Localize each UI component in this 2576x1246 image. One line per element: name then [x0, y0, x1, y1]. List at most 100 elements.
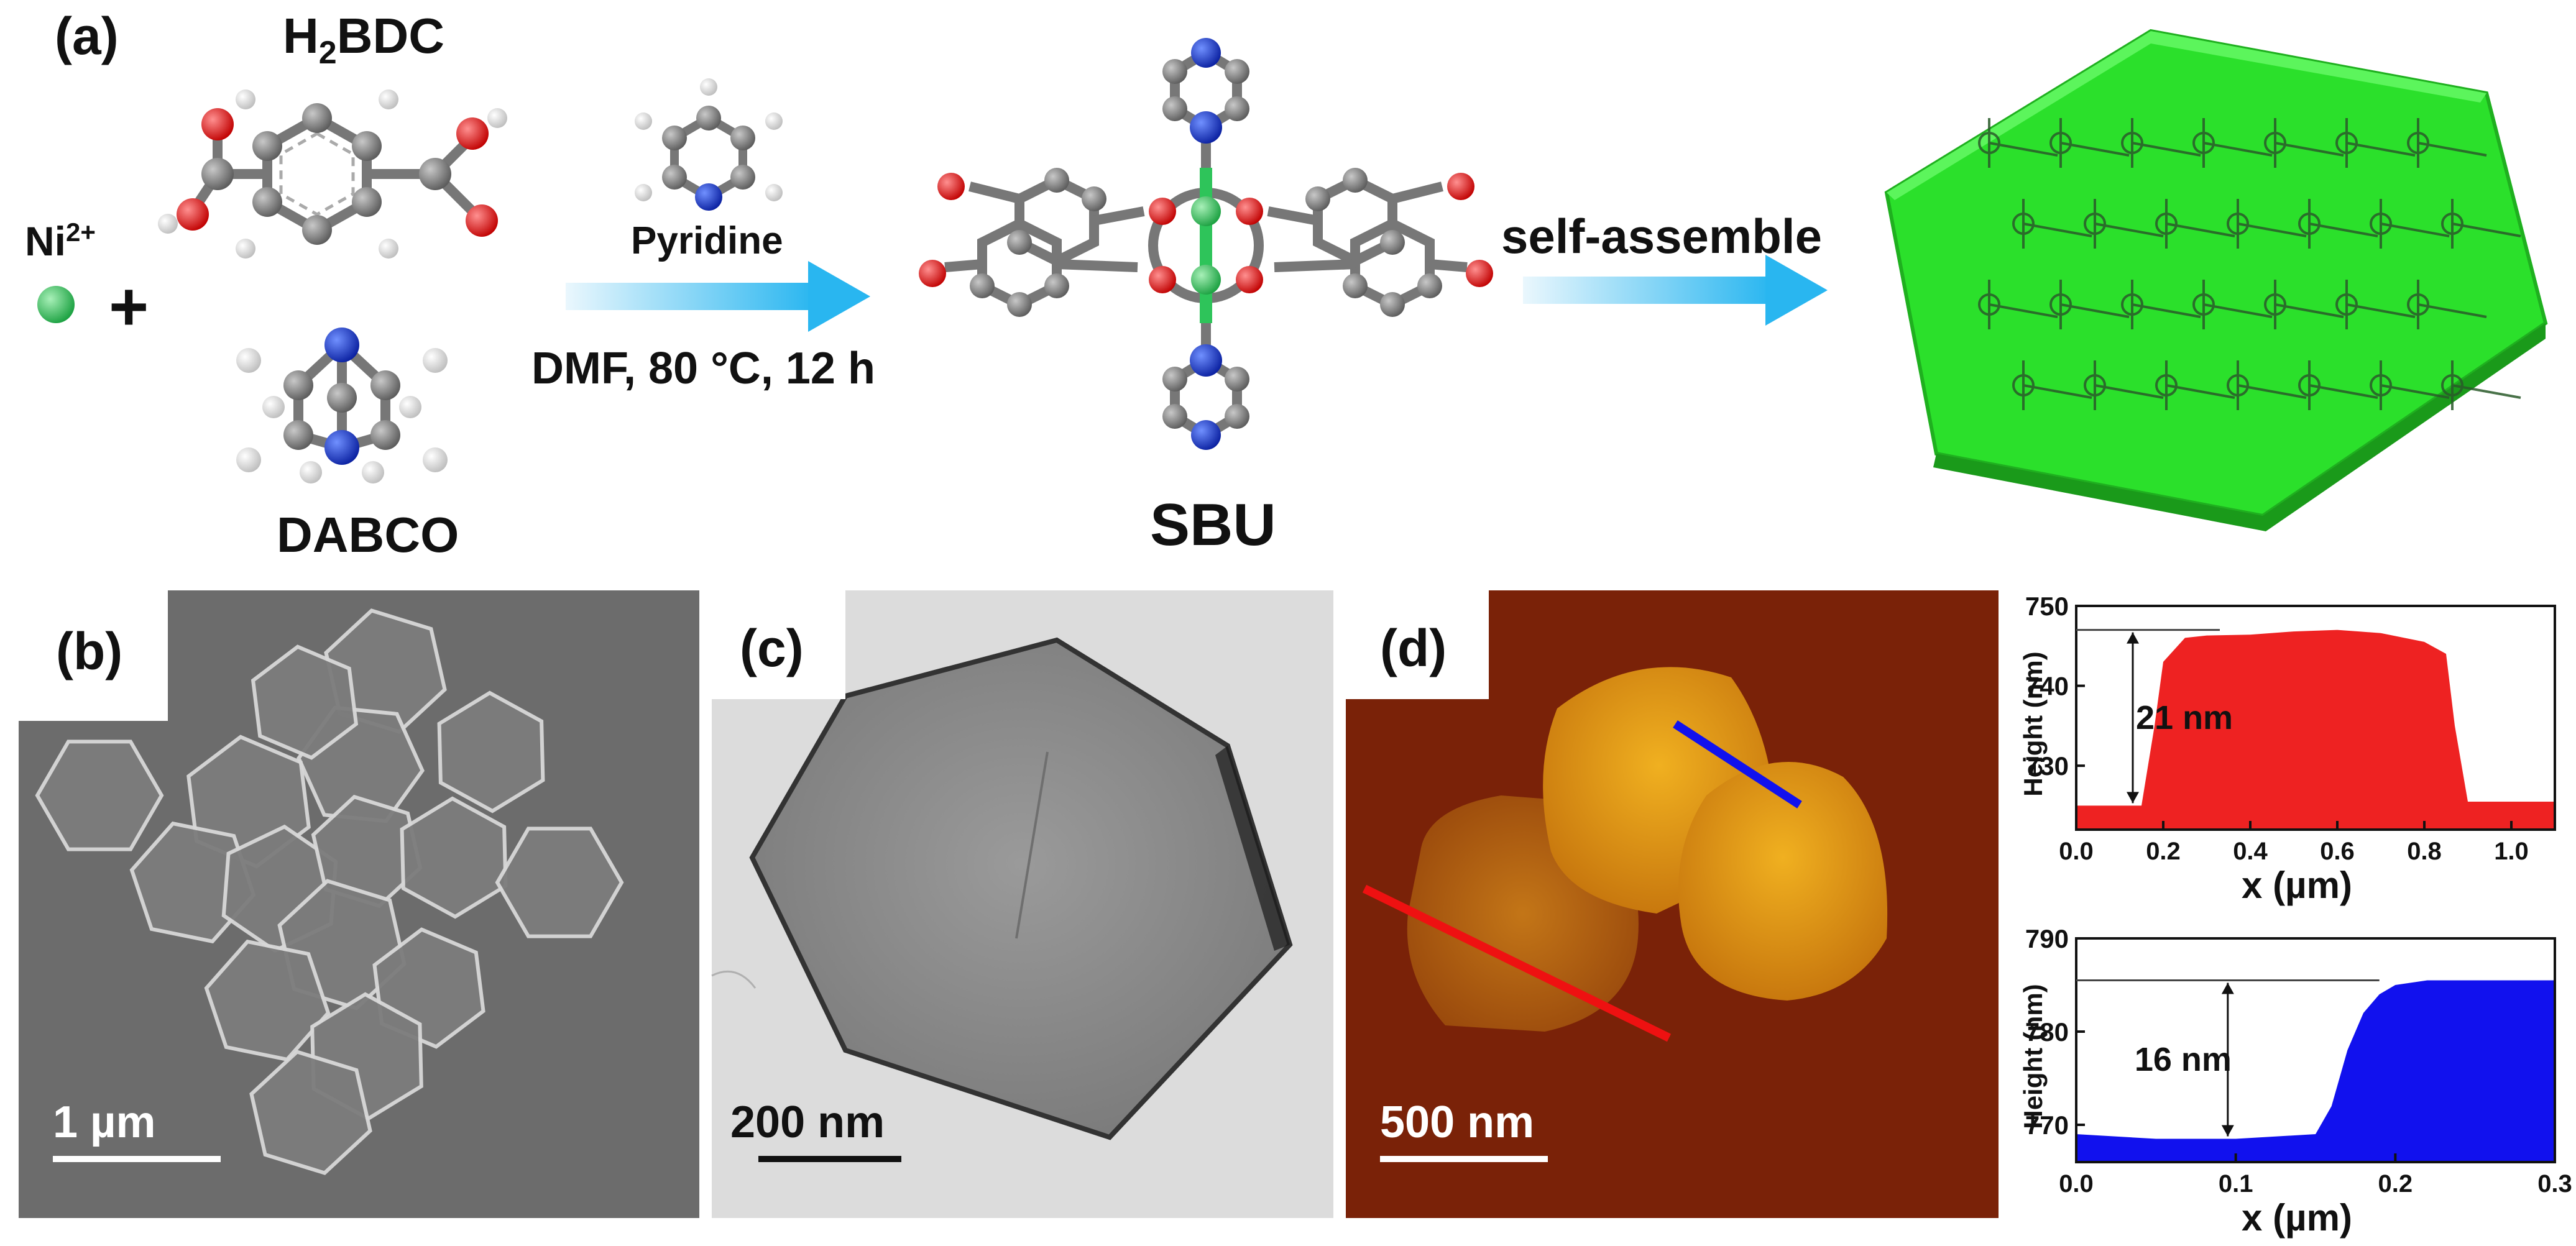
plot-frame — [2075, 937, 2556, 1163]
panel-a-label: (a) — [55, 7, 119, 65]
panel-c-label: (c) — [740, 619, 804, 677]
panel-d-scale-bar — [1380, 1156, 1548, 1162]
lattice-link — [2417, 142, 2487, 157]
ni-ion-icon — [37, 286, 75, 323]
ni-label: Ni2+ — [25, 218, 96, 265]
annotation-arrowhead-down — [2221, 1125, 2234, 1137]
lattice-link — [2060, 303, 2130, 318]
y-tick-label: 790 — [2025, 924, 2069, 953]
x-tick-label: 0.3 — [2537, 1170, 2572, 1198]
plot-frame — [2075, 605, 2556, 831]
x-tick-label: 0.6 — [2320, 838, 2355, 865]
pyridine-label: Pyridine — [631, 219, 783, 262]
lattice-link — [2237, 222, 2307, 237]
framework-nanosheet-icon — [1884, 29, 2548, 531]
lattice-link — [2203, 303, 2273, 318]
sbu-label: SBU — [1150, 492, 1276, 558]
dabco-molecule-icon — [236, 328, 448, 483]
h2bdc-rest: BDC — [336, 8, 445, 63]
tem-flake — [711, 637, 1293, 1140]
annotation-label: 16 nm — [2135, 1041, 2232, 1078]
lattice-link — [2309, 384, 2378, 399]
panel-b-label: (b) — [56, 622, 123, 680]
panel-b-scale-bar — [53, 1156, 221, 1162]
lattice-link — [2275, 142, 2344, 157]
chart0-ylabel: Height (nm) — [2018, 651, 2048, 796]
lattice-link — [2094, 222, 2164, 237]
lattice-link — [2380, 384, 2450, 399]
lattice-link — [2023, 384, 2092, 399]
panel-d-afm-image: (d) 500 nm — [1346, 590, 1999, 1218]
y-tick-label: 780 — [2025, 1017, 2069, 1047]
lattice-link — [1989, 303, 2058, 318]
lattice-link — [2132, 303, 2201, 318]
lattice-link — [2023, 222, 2092, 237]
x-tick-label: 1.0 — [2494, 838, 2529, 865]
profile-area — [2076, 980, 2555, 1162]
panel-c-scale-bar — [758, 1156, 901, 1162]
chart1-xlabel: x (µm) — [2242, 1197, 2352, 1239]
panel-d-label-tab — [1346, 590, 1489, 699]
profile-area — [2076, 630, 2555, 830]
ni-symbol: Ni — [25, 218, 66, 264]
h2bdc-h: H — [283, 8, 319, 63]
dabco-label: DABCO — [277, 507, 459, 562]
afm-blue-line — [1673, 720, 1802, 809]
panel-d-label: (d) — [1380, 619, 1447, 677]
h2bdc-sub: 2 — [318, 35, 337, 71]
panel-b-sem-image: (b) 1 µm — [19, 590, 699, 1218]
lattice-link — [2417, 303, 2487, 318]
pyridine-molecule-icon — [635, 78, 783, 211]
sbu-structure-icon — [919, 38, 1493, 450]
sem-platelet — [249, 1050, 372, 1175]
panel-c-tem-image: (c) 200 nm — [711, 590, 1333, 1218]
ni-charge: 2+ — [66, 218, 96, 247]
sem-platelet — [251, 644, 359, 760]
panel-c-label-tab — [712, 590, 845, 699]
lattice-link — [2309, 222, 2378, 237]
x-tick-label: 0.2 — [2378, 1170, 2413, 1198]
sem-platelet — [400, 796, 508, 919]
panel-c-scale-label: 200 nm — [730, 1097, 885, 1147]
scheme-graphics — [37, 29, 2548, 531]
afm-flakes — [1362, 667, 1888, 1042]
lattice-link — [2237, 384, 2307, 399]
lattice-link — [2452, 222, 2521, 237]
lattice-link — [2203, 142, 2273, 157]
self-assemble-arrow-icon — [1523, 255, 1828, 326]
y-tick-label: 770 — [2025, 1111, 2069, 1140]
x-tick-label: 0.0 — [2059, 1170, 2094, 1198]
y-tick-label: 730 — [2025, 751, 2069, 781]
annotation-arrowhead-up — [2127, 632, 2139, 644]
x-tick-label: 0.0 — [2059, 838, 2094, 865]
y-tick-label: 750 — [2025, 592, 2069, 621]
annotation-arrowhead-up — [2221, 983, 2234, 994]
panel-d-scale-label: 500 nm — [1380, 1097, 1535, 1147]
lattice-link — [1989, 142, 2058, 157]
lattice-link — [2166, 222, 2235, 237]
annotation-arrowhead-down — [2127, 792, 2139, 804]
lattice-link — [2452, 384, 2521, 399]
lattice-link — [2132, 142, 2201, 157]
lattice-link — [2060, 142, 2130, 157]
chart1-ylabel: Height (nm) — [2018, 984, 2048, 1129]
sem-platelet — [35, 740, 164, 851]
afm-red-line — [1362, 884, 1672, 1042]
lattice-link — [2094, 384, 2164, 399]
framework-lattice — [1978, 118, 2521, 410]
sem-platelet — [437, 690, 545, 813]
plus-sign: + — [109, 268, 149, 345]
panel-b-scale-label: 1 µm — [53, 1097, 156, 1147]
lattice-link — [2346, 303, 2416, 318]
height-profile-bottom-chart: Height (nm) x (µm) 770 780 790 0.0 0.1 0.2 0.3… — [2018, 924, 2572, 1239]
chart0-xlabel: x (µm) — [2242, 864, 2352, 906]
x-tick-label: 0.4 — [2233, 838, 2268, 865]
sem-platelet — [204, 939, 331, 1062]
h2bdc-atoms — [158, 89, 507, 259]
panel-b-label-tab — [19, 590, 168, 721]
annotation-label: 21 nm — [2136, 699, 2233, 736]
x-tick-label: 0.1 — [2219, 1170, 2253, 1198]
x-tick-label: 0.2 — [2146, 838, 2181, 865]
lattice-link — [2346, 142, 2416, 157]
lattice-link — [2275, 303, 2344, 318]
